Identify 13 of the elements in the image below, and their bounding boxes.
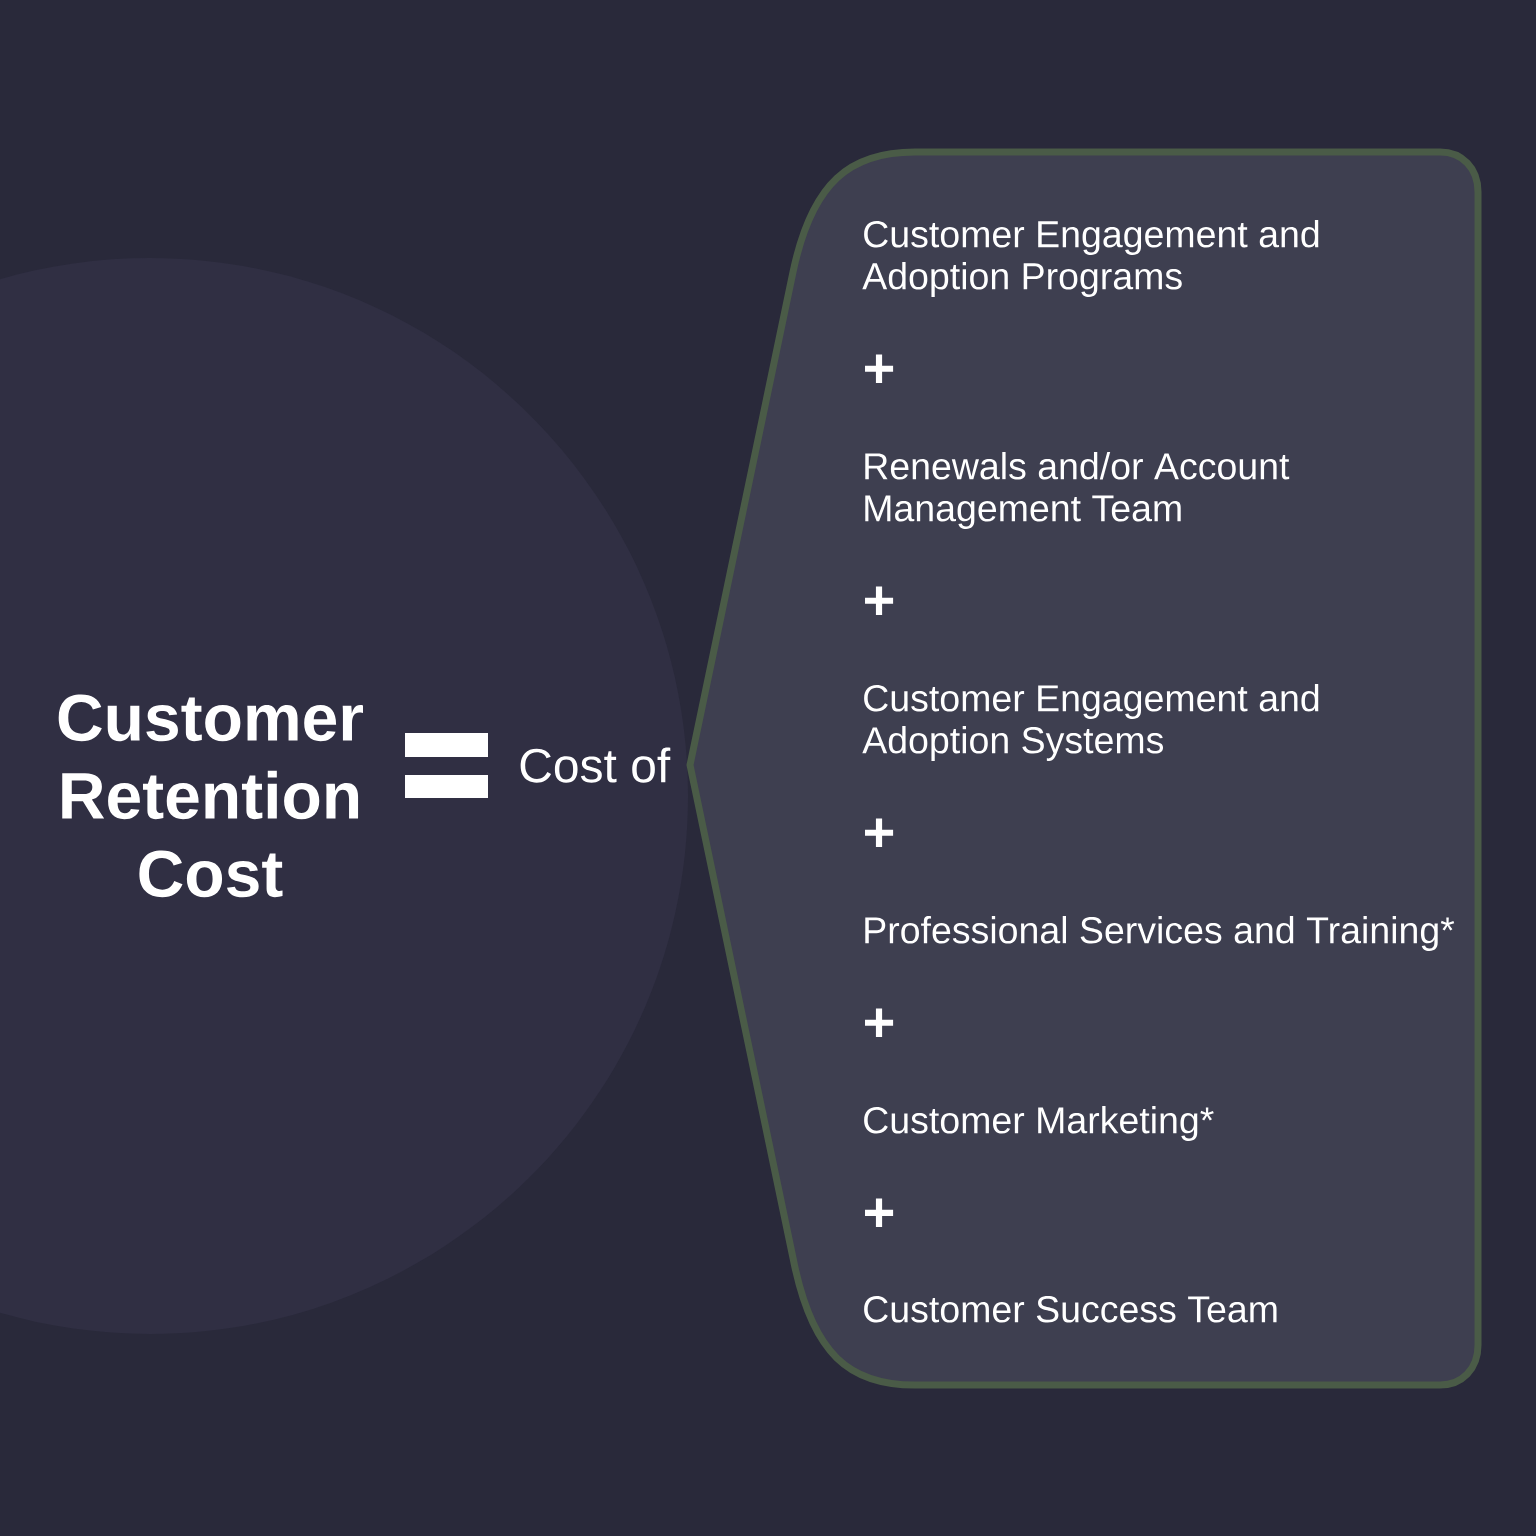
list-item: Renewals and/or Account Management Team xyxy=(865,452,1290,529)
plus-sign: + xyxy=(865,1008,894,1037)
list-item: Customer Engagement and Adoption Systems xyxy=(862,684,1319,761)
plus-sign: + xyxy=(865,354,894,383)
list-item: Customer Engagement and Adoption Programs xyxy=(862,220,1319,297)
list-item: Customer Marketing* xyxy=(864,1106,1214,1141)
plus-sign: + xyxy=(865,586,894,615)
plus-sign: + xyxy=(865,818,894,847)
text-label: Cost of xyxy=(520,747,671,783)
list-item: Professional Services and Training* xyxy=(865,916,1455,951)
list-item: Customer Success Team xyxy=(864,1296,1277,1323)
heading-text: Customer Retention Cost xyxy=(58,694,363,898)
plus-sign: + xyxy=(865,1198,894,1228)
